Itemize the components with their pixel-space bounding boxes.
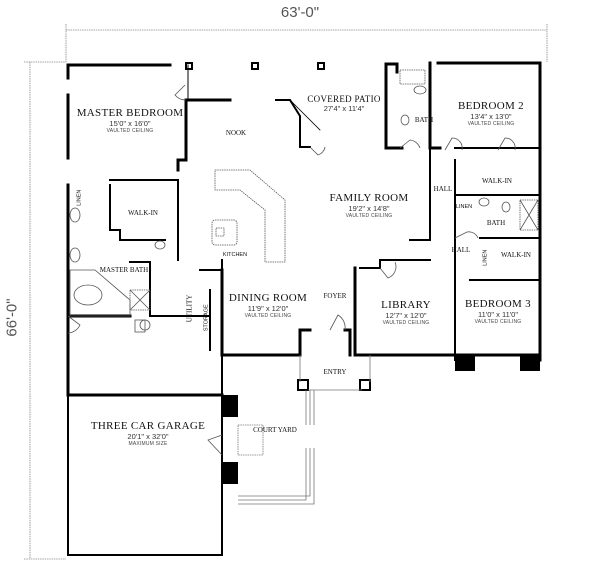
label-master-bath: MASTER BATH [99, 266, 149, 274]
courtyard [207, 355, 371, 505]
walls [66, 61, 542, 556]
room-name: DINING ROOM [228, 292, 308, 304]
room-name: BEDROOM 3 [465, 298, 531, 310]
width-dimension: 63'-0" [280, 4, 320, 21]
room-size: 19'2" x 14'8" [348, 204, 390, 213]
room-library: LIBRARY 12'7" x 12'0" VAULTED CEILING [381, 300, 431, 326]
room-note: VAULTED CEILING [382, 319, 430, 326]
room-dining-room: DINING ROOM 11'9" x 12'0" VAULTED CEILIN… [229, 293, 307, 319]
label-linen-master: LINEN [76, 189, 83, 206]
room-note: VAULTED CEILING [345, 212, 393, 219]
label-master-walk-in: WALK-IN [128, 209, 158, 217]
label-foyer: FOYER [323, 292, 347, 300]
room-size: 11'0" x 11'0" [477, 310, 519, 319]
kitchen-counters [211, 169, 286, 263]
room-bedroom-3: BEDROOM 3 11'0" x 11'0" VAULTED CEILING [465, 299, 531, 325]
room-note: MAXIMUM SIZE [128, 440, 168, 447]
room-note: VAULTED CEILING [106, 127, 154, 134]
room-note: VAULTED CEILING [467, 120, 515, 127]
label-bath-mid: BATH [486, 219, 506, 227]
room-covered-patio: COVERED PATIO 27'4" x 11'4" [307, 95, 380, 113]
room-bedroom-2: BEDROOM 2 13'4" x 13'0" VAULTED CEILING [458, 101, 524, 127]
room-name: MASTER BEDROOM [76, 107, 184, 119]
label-linen-hall: LINEN [482, 249, 489, 266]
room-name: BEDROOM 2 [458, 100, 524, 112]
label-linen-mid: LINEN [455, 204, 473, 210]
room-name: LIBRARY [381, 299, 431, 311]
label-hall-lower: HALL [451, 246, 471, 254]
room-size: 20'1" x 32'0" [127, 432, 169, 441]
room-name: FAMILY ROOM [329, 192, 409, 204]
label-walk-in-bedroom-2: WALK-IN [482, 177, 512, 185]
columns [185, 62, 540, 484]
room-size: 11'9" x 12'0" [247, 304, 289, 313]
label-storage: STORAGE [203, 304, 210, 332]
dimension-lines [24, 24, 548, 560]
label-walk-in-bedroom-3: WALK-IN [501, 251, 531, 259]
label-court-yard: COURT YARD [253, 426, 297, 434]
depth-dimension: 66'-0" [3, 298, 21, 337]
room-name: THREE CAR GARAGE [90, 420, 206, 432]
room-size: 15'0" x 16'0" [109, 119, 151, 128]
fixtures [69, 69, 539, 333]
room-note: VAULTED CEILING [244, 312, 292, 319]
label-nook: NOOK [225, 129, 247, 137]
label-kitchen: KITCHEN [222, 252, 248, 258]
label-bath-top: BATH [414, 116, 434, 124]
door-swings [67, 84, 516, 334]
label-utility: UTILITY [185, 294, 194, 323]
room-family-room: FAMILY ROOM 19'2" x 14'8" VAULTED CEILIN… [330, 193, 409, 219]
room-size: 13'4" x 13'0" [470, 112, 512, 121]
room-note: VAULTED CEILING [474, 318, 522, 325]
room-size: 12'7" x 12'0" [385, 311, 427, 320]
label-entry: ENTRY [323, 368, 347, 376]
room-master-bedroom: MASTER BEDROOM 15'0" x 16'0" VAULTED CEI… [77, 108, 184, 134]
label-hall-upper: HALL [433, 185, 453, 193]
room-size: 27'4" x 11'4" [323, 104, 365, 113]
room-three-car-garage: THREE CAR GARAGE 20'1" x 32'0" MAXIMUM S… [91, 421, 205, 447]
room-name: COVERED PATIO [307, 94, 381, 104]
